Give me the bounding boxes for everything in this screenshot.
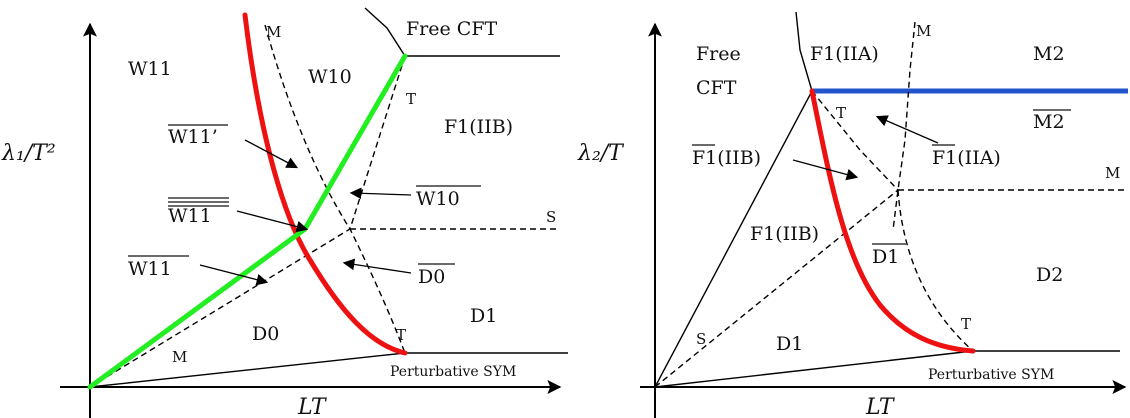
left-point-m-top: M bbox=[266, 23, 281, 41]
left-region-free-cft: Free CFT bbox=[406, 18, 498, 40]
right-point-t-bottom: T bbox=[961, 315, 971, 333]
right-region-d2: D2 bbox=[1036, 264, 1063, 286]
left-dashed-t-line bbox=[349, 55, 406, 230]
right-dashed-m-vertical bbox=[892, 21, 916, 231]
right-x-axis-label: LT bbox=[865, 395, 896, 418]
right-boundary-sym-diagonal bbox=[654, 350, 974, 388]
right-region-f1-iib: F1(IIB) bbox=[750, 223, 819, 245]
left-arrow-d0-bar bbox=[342, 258, 412, 274]
right-region-d1: D1 bbox=[776, 333, 803, 355]
right-region-f1-iib-bar: F1(IIB) bbox=[692, 147, 761, 169]
left-arrow-w11-prime bbox=[244, 139, 299, 169]
left-arrow-w11-dbar bbox=[236, 210, 309, 233]
right-point-s: S bbox=[696, 330, 706, 348]
right-region-m2: M2 bbox=[1033, 43, 1065, 65]
right-region-f1-iia-bar: F1(IIA) bbox=[932, 147, 1001, 169]
left-region-w11-dbar: W11 bbox=[168, 205, 212, 227]
right-boundary-diagonal-top bbox=[654, 90, 813, 388]
left-region-d0-bar: D0 bbox=[418, 266, 445, 288]
right-arrow-f1-iib-bar bbox=[792, 159, 859, 181]
left-point-t-top: T bbox=[406, 90, 416, 108]
left-boundary-sym-diagonal bbox=[89, 352, 406, 388]
right-region-d1-bar: D1 bbox=[872, 246, 899, 268]
left-point-t-bottom: T bbox=[396, 326, 406, 344]
right-red-line bbox=[809, 88, 976, 354]
right-region-cft: CFT bbox=[696, 77, 737, 99]
left-region-w11: W11 bbox=[128, 58, 172, 80]
right-dashed-d1-curve bbox=[897, 189, 974, 352]
left-green-line bbox=[87, 53, 408, 390]
left-point-m-bottom: M bbox=[172, 348, 187, 366]
left-point-s: S bbox=[546, 208, 556, 226]
left-region-d0: D0 bbox=[252, 323, 279, 345]
left-dashed-m-curve bbox=[264, 24, 406, 354]
left-region-w10: W10 bbox=[308, 66, 352, 88]
left-boundary-free-cft-lower bbox=[364, 7, 560, 57]
left-region-w10-bar: W10 bbox=[416, 188, 460, 210]
left-red-line bbox=[242, 12, 408, 356]
left-y-axis-label: λ₁/T² bbox=[1, 141, 56, 166]
right-arrow-f1-iia-bar bbox=[875, 115, 939, 144]
right-region-perturbative-sym: Perturbative SYM bbox=[928, 367, 1054, 383]
left-region-d1: D1 bbox=[470, 305, 497, 327]
right-y-axis-label: λ₂/T bbox=[577, 141, 625, 166]
right-point-m-right: M bbox=[1105, 164, 1120, 182]
right-dashed-s-line bbox=[654, 189, 899, 388]
left-panel: λ₁/T² LT W11 W10 Free CFT F1(IIB) W11’ W… bbox=[1, 7, 568, 418]
right-point-m-top: M bbox=[916, 22, 931, 40]
left-arrow-w10-bar bbox=[349, 187, 412, 200]
right-region-f1-iia: F1(IIA) bbox=[810, 43, 879, 65]
right-dashed-t-curve bbox=[811, 90, 899, 191]
right-region-m2-bar: M2 bbox=[1033, 111, 1065, 133]
left-region-f1-iib: F1(IIB) bbox=[444, 116, 513, 138]
left-region-w11-prime-bar: W11’ bbox=[168, 126, 218, 148]
right-region-free: Free bbox=[696, 43, 741, 65]
right-panel: λ₂/T LT Free CFT F1(IIA) M2 M2 F1(IIA) F… bbox=[577, 11, 1128, 418]
left-arrow-w11-bar bbox=[199, 264, 269, 286]
right-point-t-top: T bbox=[836, 104, 846, 122]
left-x-axis-label: LT bbox=[297, 395, 328, 418]
right-boundary-free-cft bbox=[795, 11, 813, 92]
left-region-w11-bar: W11 bbox=[128, 258, 172, 280]
left-region-perturbative-sym: Perturbative SYM bbox=[390, 364, 516, 380]
